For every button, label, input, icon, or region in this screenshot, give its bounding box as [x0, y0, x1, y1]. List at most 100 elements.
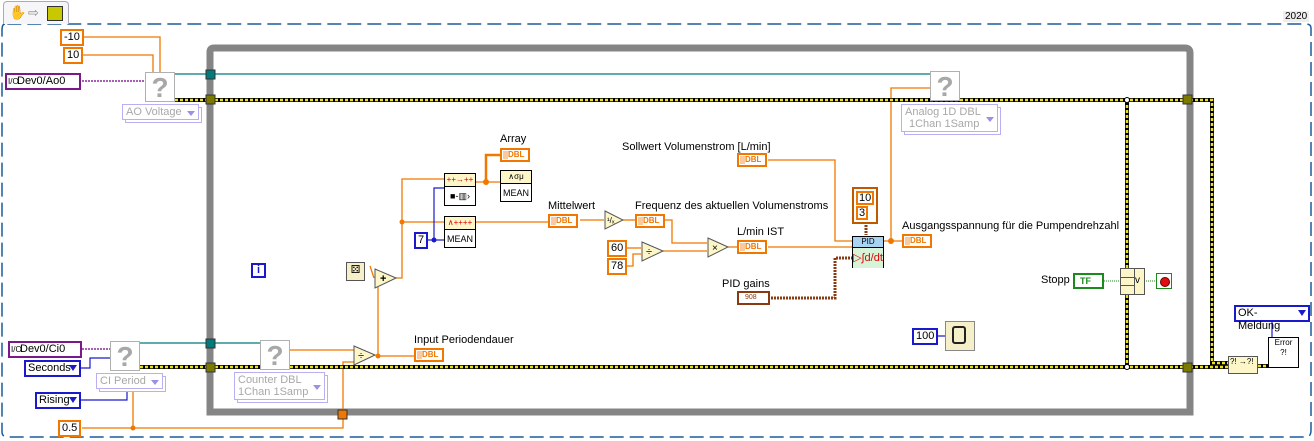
frequenz-indicator[interactable]: DBL: [635, 214, 665, 228]
ao-voltage-selector[interactable]: AO Voltage: [122, 104, 199, 120]
error-tunnel-bottom: [205, 362, 216, 373]
pt-by-pt-mean-vi[interactable]: ∧++++ MEAN: [444, 216, 476, 248]
execution-highlight-icon[interactable]: [47, 6, 63, 21]
edge-value: Rising: [39, 394, 70, 406]
divide-function-60-78[interactable]: ÷: [641, 241, 664, 262]
timeout-constant[interactable]: 0.5: [58, 420, 82, 437]
reciprocal-function[interactable]: ¹/ₓ: [604, 210, 624, 230]
timeout-tunnel: [337, 409, 348, 420]
range-high-constant[interactable]: 10: [856, 191, 874, 205]
mean-label: MEAN: [502, 188, 529, 198]
ci-channel-value: Dev0/Ci0: [20, 343, 66, 355]
ci-channel-control[interactable]: I/O Dev0/Ci0: [8, 341, 82, 358]
pt-by-pt-icon: ∧++++: [445, 217, 475, 230]
loop-condition-terminal[interactable]: [1156, 273, 1172, 289]
dropdown-arrow-icon: [313, 385, 322, 390]
ci-period-selector[interactable]: CI Period: [96, 373, 163, 389]
wait-ms-constant[interactable]: 100: [912, 328, 939, 345]
dropdown-arrow-icon: [150, 380, 159, 385]
daqmx-read-node[interactable]: ?: [260, 340, 290, 370]
ao-max-constant[interactable]: 10: [63, 47, 84, 64]
random-number-icon[interactable]: ⚄: [346, 262, 365, 281]
units-value: Seconds: [28, 362, 71, 374]
sollwert-control[interactable]: DBL: [737, 153, 767, 167]
edge-ring[interactable]: Rising: [35, 392, 81, 409]
statistics-icon: ∧σμ: [501, 171, 531, 184]
pid-gains-control[interactable]: 908: [737, 291, 770, 305]
error-bubble-icon: Error?!: [1274, 338, 1293, 357]
range-low-constant[interactable]: 3: [856, 206, 868, 220]
array-label: Array: [500, 133, 527, 145]
pid-vi[interactable]: PID ▷∫d/dt: [852, 236, 884, 268]
ci-period-label: CI Period: [100, 375, 146, 387]
counter-read-line2: 1Chan 1Samp: [238, 386, 309, 398]
error-tunnel-right-bottom: [1182, 362, 1193, 373]
version-label: 2020: [1283, 11, 1310, 22]
mittelwert-indicator[interactable]: DBL: [548, 214, 578, 228]
stopp-label: Stopp: [1041, 274, 1070, 286]
error-dialog-type-ring[interactable]: OK-Meldung: [1234, 305, 1310, 332]
daqmx-create-ao-node[interactable]: ?: [145, 72, 175, 102]
merge-errors-function[interactable]: ?! →?!: [1228, 356, 1258, 374]
counter-read-selector[interactable]: Counter DBL 1Chan 1Samp: [234, 372, 326, 400]
counter-read-line1: Counter DBL: [238, 374, 302, 386]
error-tunnel-right-top: [1182, 94, 1193, 105]
io-icon: I/O: [11, 345, 22, 354]
unbundle-error-status[interactable]: v: [1120, 268, 1145, 295]
error-type-value: OK-Meldung: [1238, 307, 1281, 332]
lmin-ist-indicator[interactable]: DBL: [737, 240, 767, 254]
ausgang-indicator[interactable]: DBL: [902, 234, 932, 248]
simple-error-handler-vi[interactable]: Error?!: [1268, 337, 1299, 368]
divide-function-period[interactable]: ÷: [353, 345, 376, 366]
analog-write-selector[interactable]: Analog 1D DBL 1Chan 1Samp: [901, 104, 998, 132]
ao-channel-value: Dev0/Ao0: [17, 75, 66, 87]
multiply-function[interactable]: ×: [707, 237, 729, 258]
ao-min-constant[interactable]: -10: [60, 29, 84, 46]
array-indicator[interactable]: DBL: [500, 148, 530, 162]
stop-icon: [1160, 277, 1170, 287]
sample-length-constant[interactable]: 7: [414, 232, 429, 249]
wait-ms-function[interactable]: [945, 321, 975, 351]
dropdown-arrow-icon: [985, 117, 994, 122]
data-queue-vi[interactable]: ++→++ ■-▥›: [444, 173, 476, 206]
analog-write-line2: 1Chan 1Samp: [909, 118, 980, 130]
queue-icon: ++→++: [445, 174, 475, 187]
analog-write-line1: Analog 1D DBL: [905, 106, 981, 118]
dropdown-arrow-icon: [69, 397, 77, 403]
daqmx-create-ci-node[interactable]: ?: [110, 341, 140, 371]
mean-vi[interactable]: ∧σμ MEAN: [500, 170, 532, 202]
divider: [1121, 285, 1134, 286]
arrow-right-icon[interactable]: ⇨: [28, 5, 39, 20]
divider: [1134, 269, 1135, 294]
daqmx-write-node[interactable]: ?: [930, 71, 960, 101]
sixty-constant[interactable]: 60: [607, 240, 628, 257]
buffer-icon: ■-▥›: [450, 191, 470, 201]
task-tunnel-top: [205, 69, 216, 80]
multiply-icon: ×: [712, 243, 718, 254]
pid-gains-label: PID gains: [722, 278, 770, 290]
pid-title: PID: [853, 237, 883, 248]
pid-icon: ▷∫d/dt: [853, 248, 883, 268]
iteration-terminal: i: [251, 263, 266, 278]
input-periode-indicator[interactable]: DBL: [414, 348, 444, 362]
stopp-control[interactable]: TF: [1073, 273, 1104, 289]
while-loop-frame: [206, 44, 1194, 416]
divide-icon: ÷: [646, 246, 652, 258]
hand-cursor-icon[interactable]: ✋: [9, 4, 27, 20]
io-icon: I/O: [8, 77, 19, 86]
input-periode-label: Input Periodendauer: [414, 334, 514, 346]
task-tunnel-bottom: [205, 338, 216, 349]
divide-icon: ÷: [358, 350, 364, 362]
ao-channel-control[interactable]: I/O Dev0/Ao0: [5, 73, 81, 90]
merge-errors-icon: ?! →?!: [1230, 357, 1254, 366]
divider: [1121, 277, 1134, 278]
error-tunnel-top: [205, 94, 216, 105]
dropdown-arrow-icon: [186, 111, 195, 116]
add-function[interactable]: +: [374, 268, 397, 289]
seventy-eight-constant[interactable]: 78: [607, 258, 628, 275]
watch-icon: [952, 326, 966, 344]
dropdown-arrow-icon: [69, 365, 77, 371]
units-ring[interactable]: Seconds: [24, 360, 81, 377]
output-range-cluster[interactable]: 10 3: [852, 187, 878, 224]
